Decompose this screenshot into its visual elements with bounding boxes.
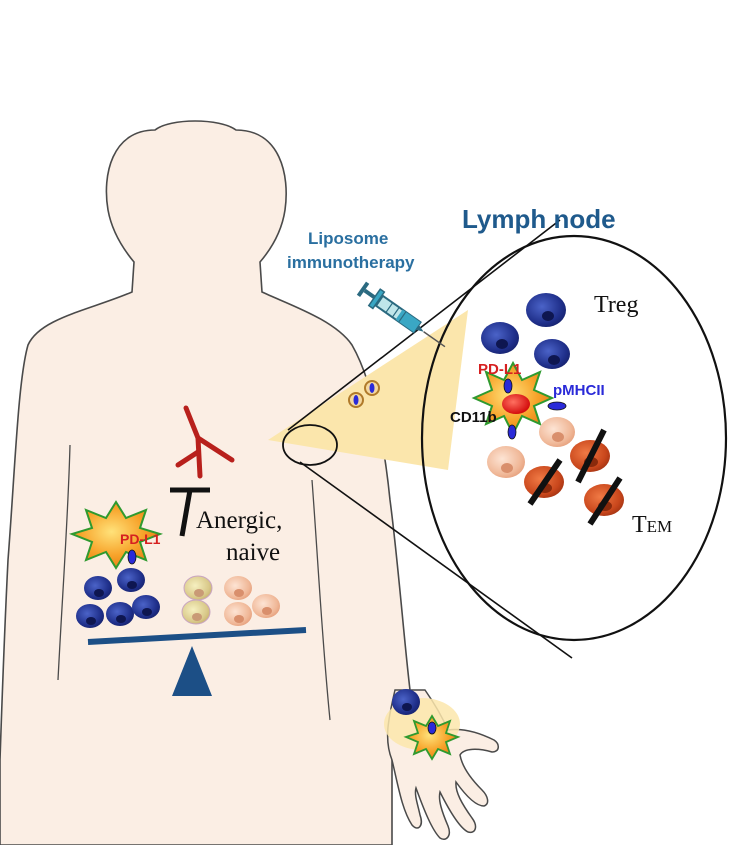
liposome-label-1: Liposome: [308, 229, 388, 248]
tem-label-sub: EM: [647, 517, 673, 536]
tem-cells: [524, 440, 624, 516]
tem-label-main: T: [632, 512, 647, 538]
lymph-node-oval: [420, 234, 728, 642]
tem-label: TEM: [632, 512, 672, 538]
liposome-particles: [348, 380, 380, 408]
scale-naive-cells: [181, 575, 280, 626]
pdl1-receptor-body: [127, 549, 137, 565]
cd11b-label: CD11b: [450, 409, 497, 426]
treg-cells: [481, 293, 570, 369]
cd11b-cell: [502, 394, 530, 414]
arm-contour: [57, 444, 71, 681]
treg-label: Treg: [594, 292, 638, 318]
apc-star-body: [68, 500, 164, 570]
cd11b-receptor: [507, 424, 517, 440]
antibody-icon: [175, 405, 235, 479]
anergic-label-2: naive: [226, 539, 280, 566]
lymph-node-title: Lymph node: [462, 204, 616, 234]
pmhcii-receptor: [547, 401, 567, 411]
arm-contour-right: [311, 479, 331, 721]
syringe-icon: [356, 281, 446, 348]
pdl1-receptor-node: [503, 378, 513, 394]
armpit-node: [282, 424, 338, 466]
anergic-label-1: Anergic,: [196, 507, 282, 534]
liposome-label-2: immunotherapy: [287, 253, 415, 272]
zoom-line-bottom: [299, 461, 573, 659]
zoom-line-top: [287, 219, 561, 431]
pdl1-label-body: PD-L1: [120, 531, 161, 547]
pmhcii-label: pMHCII: [553, 382, 605, 399]
scale-fulcrum: [172, 646, 212, 696]
t-block-icon: [170, 487, 210, 537]
pdl1-label-node: PD-L1: [478, 361, 521, 378]
naive-cells-node: [487, 417, 575, 478]
scale-beam: [87, 627, 307, 645]
scale-treg-cells: [76, 568, 160, 628]
block-bar-icon: [527, 428, 623, 526]
wrist-cells: [392, 689, 461, 761]
